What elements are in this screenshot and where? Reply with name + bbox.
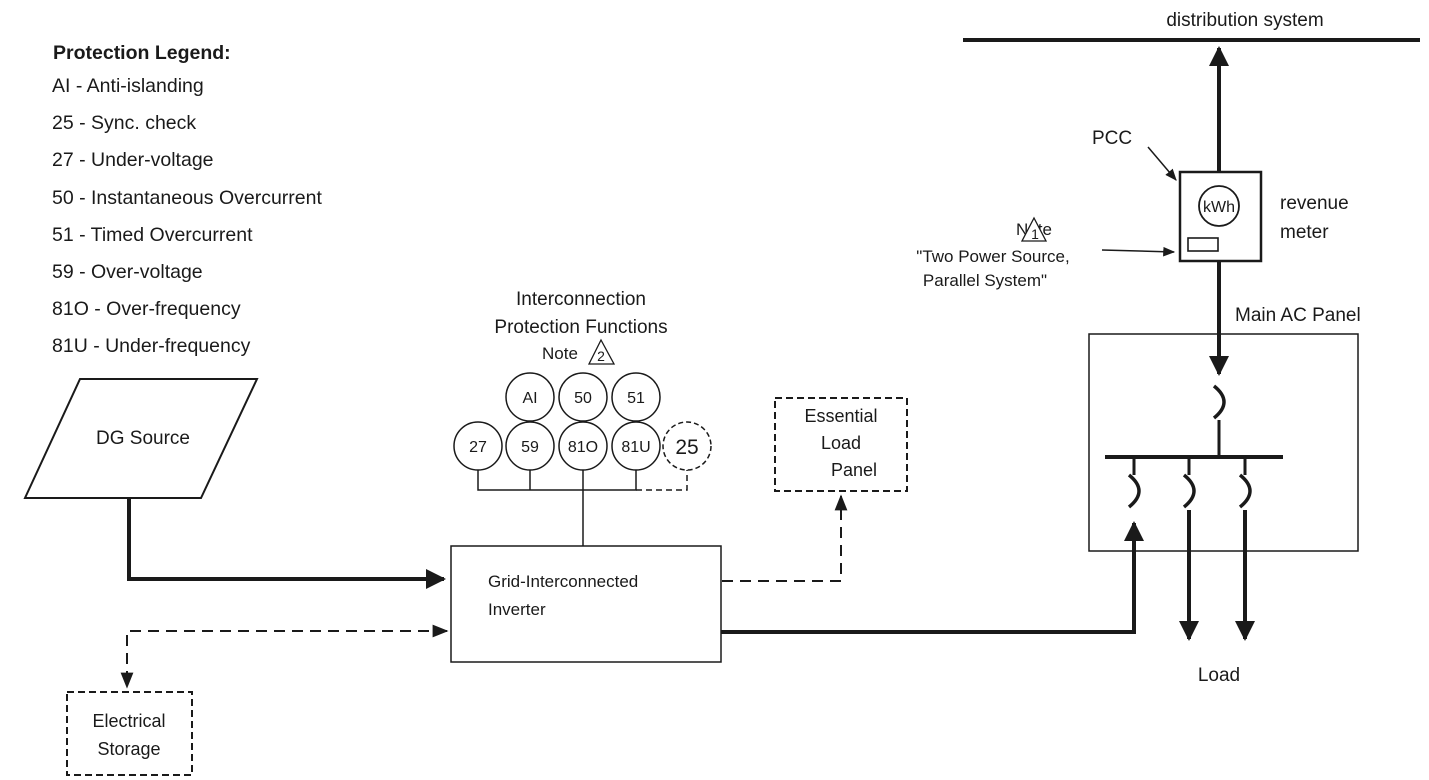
relay-51: 51	[611, 372, 661, 422]
legend-item-81o: 81O - Over-frequency	[52, 298, 241, 321]
legend-item-ai: AI - Anti-islanding	[52, 75, 204, 97]
kwh-dial	[1198, 185, 1240, 227]
relay-ai: AI	[505, 372, 555, 422]
relay-25-optional: 25	[662, 421, 712, 471]
relay-81u: 81U	[611, 421, 661, 471]
relay-81o: 81O	[558, 421, 608, 471]
revenue-meter-label-2: meter	[1280, 222, 1329, 243]
pcc-pointer	[1147, 146, 1177, 181]
relay-81o-label: 81O	[568, 439, 598, 456]
note1-line-1: "Two Power Source,	[916, 247, 1069, 266]
load-label: Load	[1198, 665, 1240, 686]
protection-legend: Protection Legend: AI - Anti-islanding 2…	[52, 38, 322, 366]
dg-source-label: DG Source	[96, 428, 190, 449]
distribution-label: distribution system	[1166, 10, 1323, 31]
legend-item-81u: 81U - Under-frequency	[52, 335, 251, 358]
storage-link-line	[120, 624, 449, 689]
relay-81u-label: 81U	[621, 439, 650, 456]
relay-27: 27	[453, 421, 503, 471]
revenue-meter-label-1: revenue	[1280, 193, 1349, 214]
inverter-label-1: Grid-Interconnected	[488, 572, 638, 591]
legend-title: Protection Legend:	[53, 42, 231, 64]
note1-triangle-icon	[1020, 216, 1048, 242]
pcc-label: PCC	[1092, 128, 1132, 149]
electrical-storage-box	[66, 691, 193, 776]
relay-51-label: 51	[627, 390, 645, 407]
main-breaker-icon	[1212, 384, 1226, 420]
main-ac-panel-label: Main AC Panel	[1235, 305, 1361, 326]
dg-to-inverter-line	[127, 498, 446, 589]
protection-title-2: Protection Functions	[494, 317, 667, 338]
note2-word: Note	[542, 344, 578, 363]
essential-load-link-line	[722, 494, 848, 582]
relay-wiring-solid	[477, 469, 637, 491]
essential-label-2: Load	[821, 433, 861, 453]
dg-source-shape	[23, 378, 259, 499]
inverter-label-2: Inverter	[488, 600, 546, 619]
branch-breaker-icon-2	[1182, 473, 1196, 509]
branch-breaker-icon-3	[1238, 473, 1252, 509]
relay-59: 59	[505, 421, 555, 471]
inverter-to-panel-line	[720, 521, 1144, 634]
legend-item-50: 50 - Instantaneous Overcurrent	[52, 186, 322, 209]
kwh-label: kWh	[1203, 199, 1235, 216]
protection-title-1: Interconnection	[516, 289, 646, 310]
note2-number: 2	[597, 348, 605, 364]
storage-label-1: Electrical	[92, 711, 165, 731]
essential-load-panel-box	[774, 397, 908, 492]
essential-label-1: Essential	[804, 406, 877, 426]
note1-number: 1	[1031, 226, 1039, 242]
legend-item-59: 59 - Over-voltage	[52, 261, 203, 284]
note2-triangle-icon	[587, 338, 616, 365]
storage-label-2: Storage	[97, 739, 160, 759]
relay-wiring-dashed	[636, 469, 688, 491]
relay-59-label: 59	[521, 439, 539, 456]
main-ac-panel	[1088, 333, 1359, 552]
relay-50: 50	[558, 372, 608, 422]
meter-display	[1187, 237, 1219, 252]
legend-item-25: 25 - Sync. check	[52, 112, 197, 135]
grid-interconnected-inverter	[450, 545, 722, 663]
legend-item-27: 27 - Under-voltage	[52, 149, 214, 172]
note1-pointer	[1101, 246, 1176, 257]
legend-item-51: 51 - Timed Overcurrent	[52, 223, 253, 246]
essential-label-3: Panel	[831, 460, 877, 480]
note1-line-2: Parallel System"	[923, 271, 1047, 290]
relay-25-label: 25	[675, 436, 698, 459]
relay-ai-label: AI	[522, 390, 537, 407]
relay-27-label: 27	[469, 439, 487, 456]
relay-50-label: 50	[574, 390, 592, 407]
branch-breaker-icon-1	[1127, 473, 1141, 509]
